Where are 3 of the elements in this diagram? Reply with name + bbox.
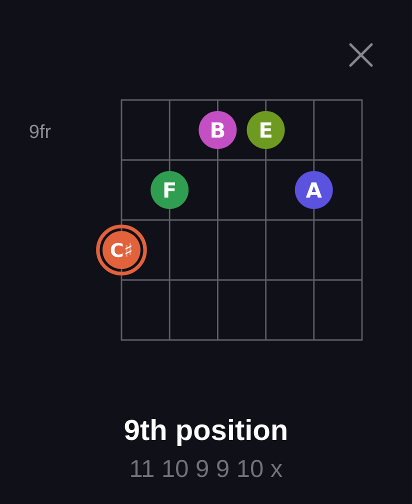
fret-number: 9fr (30, 124, 51, 138)
fingering-text: 11 10 9 9 10 x (131, 460, 282, 478)
title: 9th position (124, 418, 286, 446)
